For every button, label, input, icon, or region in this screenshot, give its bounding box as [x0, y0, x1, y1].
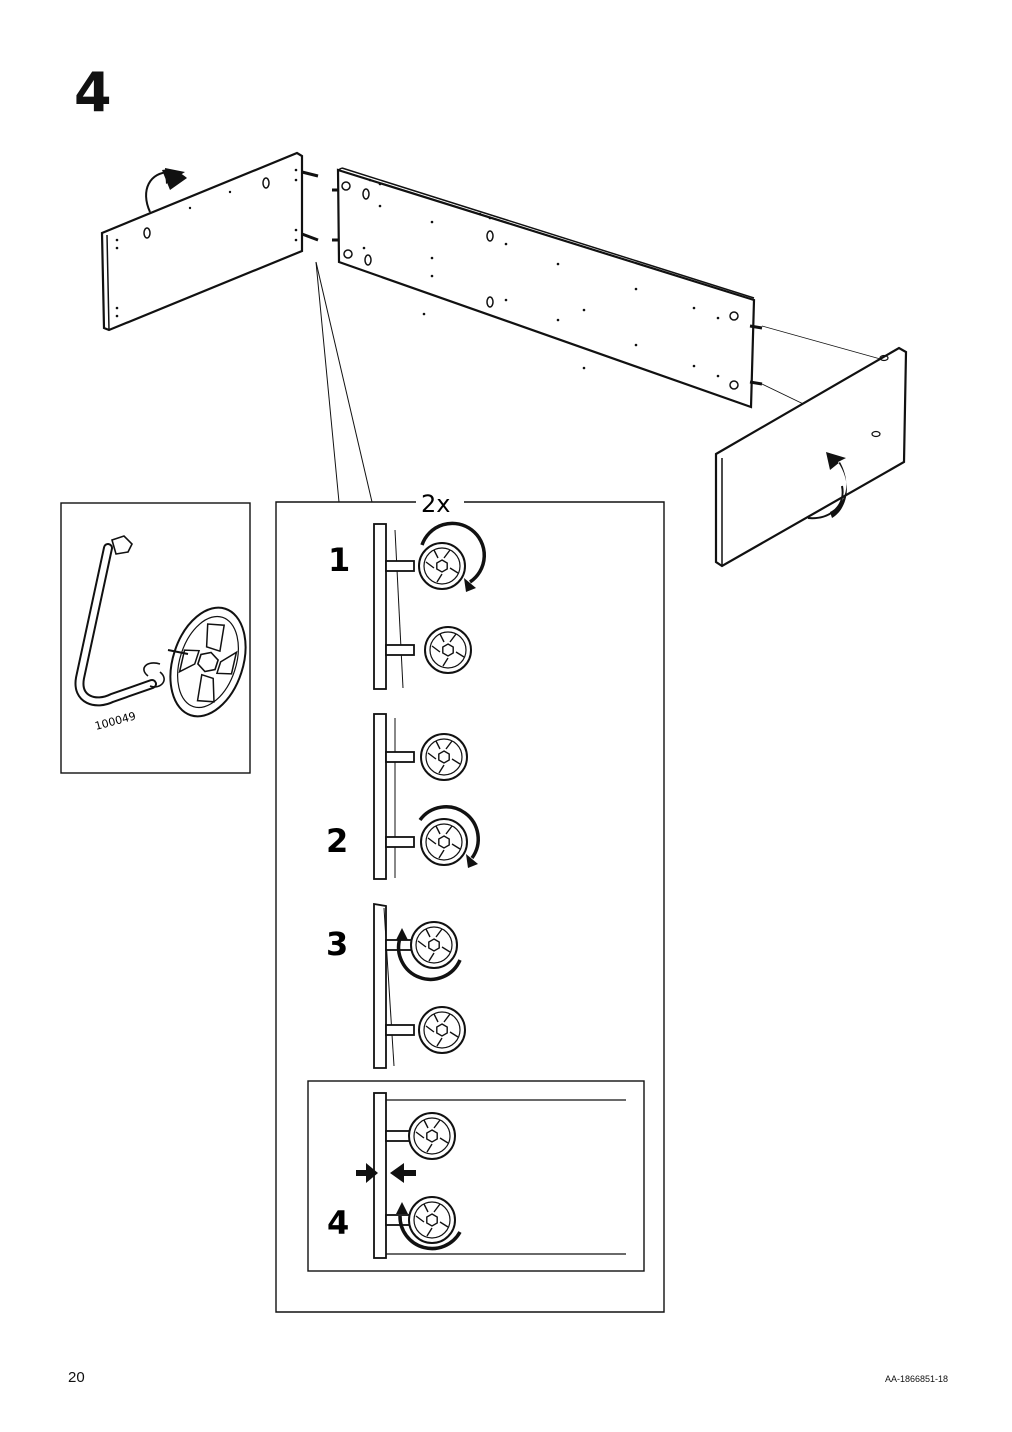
substep-1	[373, 521, 487, 690]
left-side-panel	[100, 151, 319, 332]
substep-number: 2	[326, 822, 348, 860]
document-code: AA-1866851-18	[884, 1374, 948, 1384]
page-number: 20	[68, 1369, 85, 1386]
rotate-arrow-icon	[420, 521, 487, 584]
allen-key-icon	[74, 535, 157, 707]
substep-number: 3	[326, 925, 348, 963]
rotate-arrow-icon	[143, 662, 165, 688]
substep-4	[356, 1092, 626, 1259]
long-panel	[332, 167, 763, 409]
substep-3	[373, 902, 466, 1069]
quantity-label: 2x	[421, 490, 450, 518]
detail-box	[275, 501, 665, 1313]
substep-number: 1	[328, 541, 350, 579]
rotate-arrow-icon	[418, 805, 480, 860]
rotate-arrow-icon	[398, 1215, 462, 1251]
step-number: 4	[74, 61, 112, 124]
rotate-arrow-icon	[807, 452, 847, 520]
right-side-panel	[714, 346, 908, 568]
rotate-arrow-icon	[145, 168, 187, 213]
tighten-arrows-icon	[356, 1163, 416, 1183]
substep-2	[373, 713, 480, 880]
rotate-arrow-icon	[396, 937, 462, 982]
substep-number: 4	[327, 1204, 349, 1242]
